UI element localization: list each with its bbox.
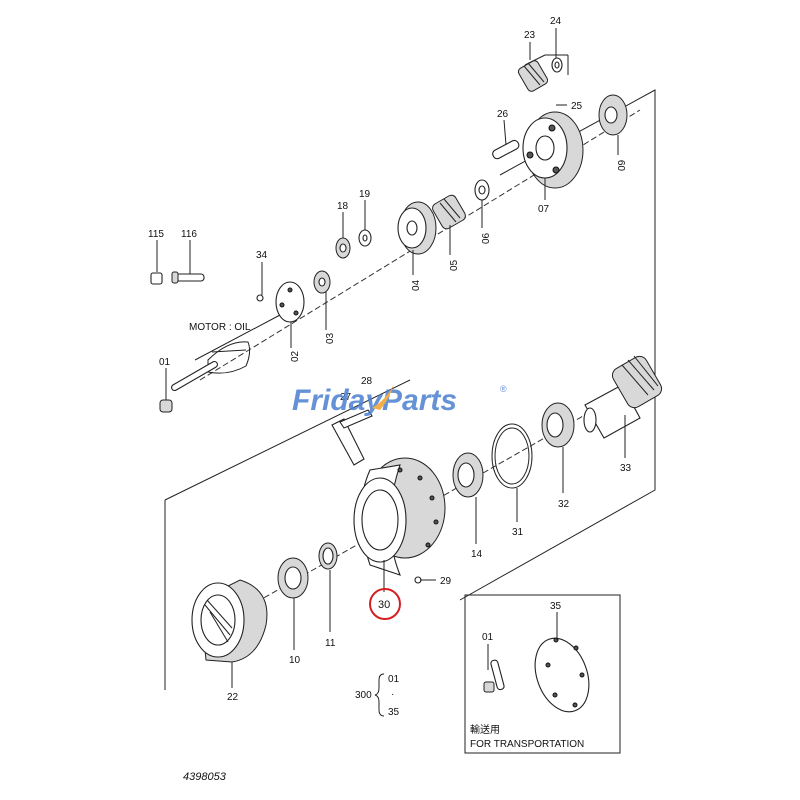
part-22-ring-gear [191, 579, 268, 663]
label-10: 10 [289, 655, 301, 666]
label-28: 28 [361, 376, 373, 387]
watermark-logo: FridayParts ® [292, 384, 507, 417]
label-32: 32 [558, 499, 570, 510]
label-11: 11 [325, 638, 336, 649]
part-26-pin [492, 139, 520, 160]
label-116: 116 [181, 229, 197, 240]
part-115-plug [150, 272, 163, 285]
assembly-to: 35 [388, 707, 400, 718]
part-31-o-ring [491, 423, 533, 489]
watermark-swoosh [372, 384, 394, 410]
label-25: 25 [571, 101, 583, 112]
label-24: 24 [550, 16, 562, 27]
watermark-registered: ® [500, 384, 507, 394]
part-09-thrust-plate [598, 94, 628, 136]
part-23-planet-gear [517, 60, 549, 92]
label-02: 02 [290, 350, 301, 362]
label-07: 07 [538, 204, 550, 215]
part-06-washer [474, 179, 490, 201]
label-29: 29 [440, 576, 452, 587]
part-116-bolt [171, 271, 205, 284]
label-05: 05 [449, 259, 460, 271]
highlight-circle [369, 588, 401, 620]
assembly-separator: · [391, 689, 394, 700]
part-34-plug [256, 294, 264, 302]
motor-label: MOTOR : OIL [189, 322, 251, 333]
part-32-seal [541, 402, 575, 448]
watermark-text-b: Parts [382, 384, 457, 417]
assembly-from: 01 [388, 674, 400, 685]
part-27-28-drain-tube [331, 409, 373, 466]
inset-caption-jp: 輸送用 [470, 723, 500, 736]
label-26: 26 [497, 109, 509, 120]
leader-lines [156, 28, 626, 688]
part-14-bearing [452, 452, 484, 498]
label-34: 34 [256, 250, 268, 261]
watermark-text-a: Friday [292, 384, 383, 417]
label-23: 23 [524, 30, 536, 41]
label-14: 14 [471, 549, 483, 560]
part-10-bearing [277, 557, 309, 599]
inset-transportation [464, 594, 621, 754]
label-33: 33 [620, 463, 632, 474]
part-04-carrier [397, 201, 437, 255]
assembly-number: 300 [355, 690, 372, 701]
svg-text:FridayParts: FridayParts [292, 384, 457, 417]
part-01-bolt [159, 360, 218, 413]
part-05-sun-gear [432, 194, 466, 230]
inset-label-01: 01 [482, 632, 494, 643]
part-labels: 23 24 25 26 09 07 06 05 04 18 19 03 02 3… [148, 16, 632, 703]
label-01-upper: 01 [159, 357, 171, 368]
assembly-bracket: 300 01 · 35 [355, 673, 400, 718]
part-33-drive-shaft [583, 355, 663, 439]
label-18: 18 [337, 201, 349, 212]
label-115: 115 [148, 229, 164, 240]
label-03: 03 [325, 332, 336, 344]
label-22: 22 [227, 692, 239, 703]
part-11-ring [318, 542, 338, 570]
inset-label-35: 35 [550, 601, 562, 612]
part-30-hub-housing [353, 457, 446, 576]
part-24-washer [551, 57, 563, 73]
part-03-gear [313, 270, 331, 294]
label-04: 04 [411, 279, 422, 291]
part-18-gear [335, 237, 351, 259]
part-19-bearing [358, 229, 372, 247]
label-31: 31 [512, 527, 524, 538]
inset-caption-en: FOR TRANSPORTATION [470, 739, 584, 750]
motor-flange [207, 341, 251, 374]
label-30: 30 [378, 599, 390, 611]
label-27: 27 [340, 392, 352, 403]
label-06: 06 [481, 232, 492, 244]
label-19: 19 [359, 189, 371, 200]
drawing-number: 4398053 [183, 771, 227, 783]
part-02-plate [275, 281, 305, 323]
label-09: 09 [617, 159, 628, 171]
